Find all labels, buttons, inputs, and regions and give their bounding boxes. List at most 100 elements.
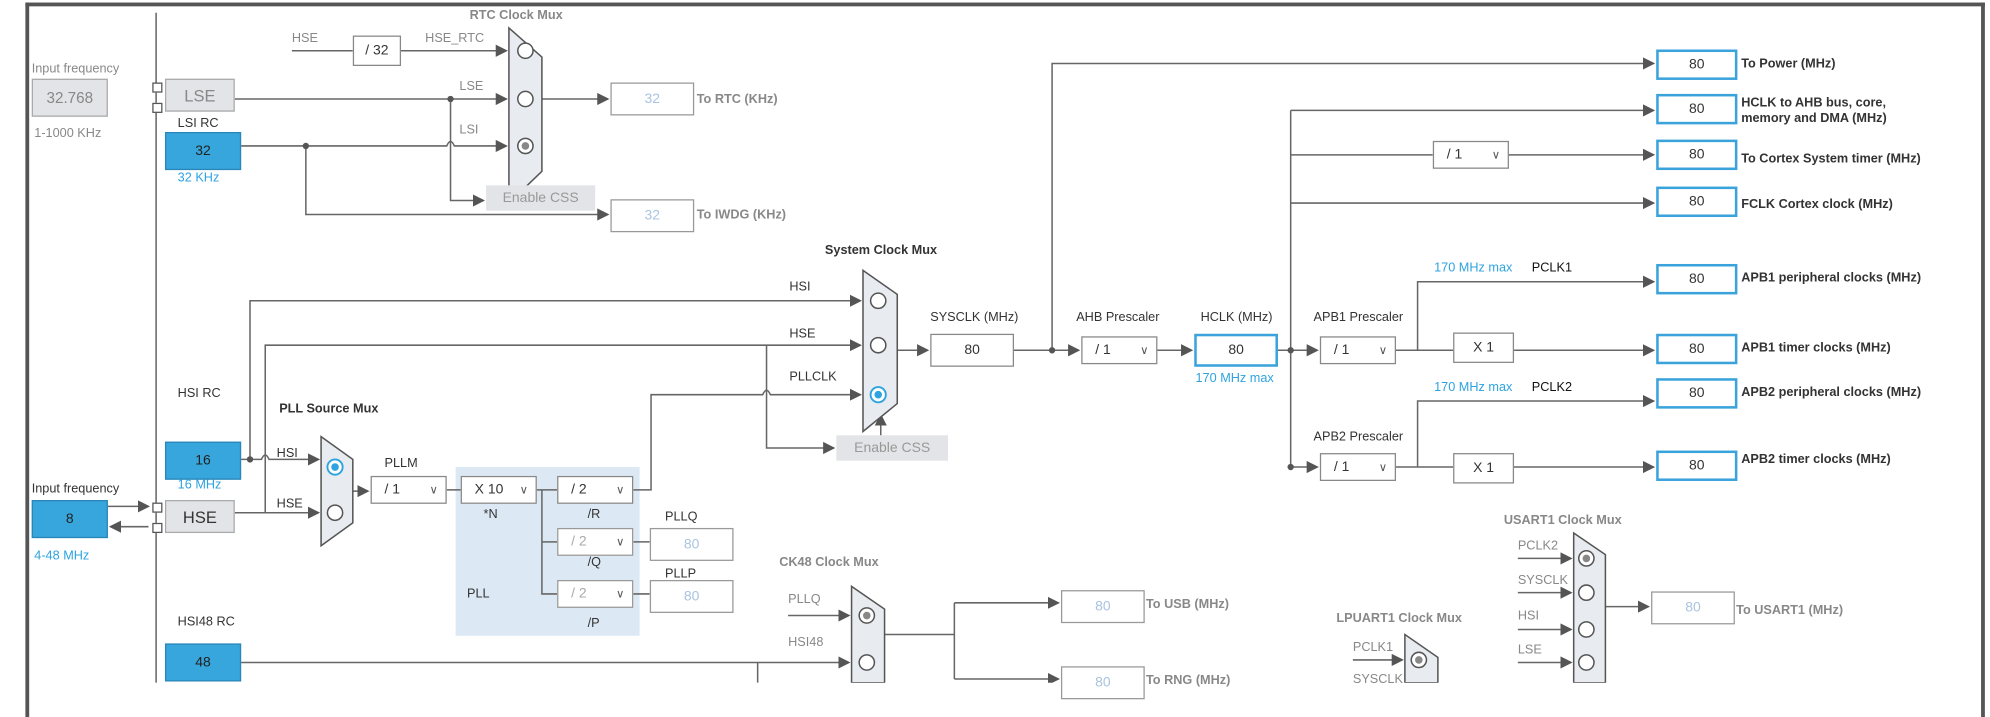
hsi-value[interactable]: 16 bbox=[164, 441, 242, 480]
lsi-unit: 32 KHz bbox=[177, 171, 220, 186]
apb2-max: 170 MHz max bbox=[1434, 380, 1513, 395]
system-mux-title: System Clock Mux bbox=[824, 243, 938, 258]
chevron-down-icon: ∨ bbox=[429, 483, 438, 497]
ck48-pllq-label: PLLQ bbox=[788, 592, 821, 607]
output-apb2-timer-value[interactable]: 80 bbox=[1656, 450, 1738, 481]
sysclk-label: SYSCLK (MHz) bbox=[930, 310, 1019, 325]
output-power-label: To Power (MHz) bbox=[1741, 57, 1836, 72]
usart-radio-sysclk bbox=[1577, 584, 1595, 602]
rtc-hse-label: HSE bbox=[291, 31, 318, 46]
apb2-prescaler-label: APB2 Prescaler bbox=[1313, 430, 1404, 445]
hsi48-value[interactable]: 48 bbox=[164, 643, 242, 682]
pllp-select[interactable]: / 2∨ bbox=[557, 579, 634, 608]
chevron-down-icon: ∨ bbox=[616, 587, 625, 601]
rtc-output-label: To RTC (KHz) bbox=[696, 92, 778, 107]
pllsrc-radio-hse bbox=[326, 504, 344, 522]
pllr-label: /R bbox=[587, 507, 601, 522]
rtc-lse-label: LSE bbox=[459, 79, 484, 94]
chevron-down-icon: ∨ bbox=[1140, 343, 1149, 357]
chevron-down-icon: ∨ bbox=[519, 483, 528, 497]
usart1-output-value: 80 bbox=[1651, 591, 1735, 625]
pllp-value: 80 bbox=[649, 579, 734, 613]
output-cortex-timer-label: To Cortex System timer (MHz) bbox=[1741, 152, 1921, 167]
ck48-radio-hsi48 bbox=[858, 654, 876, 671]
output-fclk-label: FCLK Cortex clock (MHz) bbox=[1741, 197, 1893, 212]
output-apb2-periph-label: APB2 peripheral clocks (MHz) bbox=[1741, 385, 1922, 400]
usart1-input-lse: LSE bbox=[1517, 643, 1542, 658]
chevron-down-icon: ∨ bbox=[616, 535, 625, 549]
hclk-value[interactable]: 80 bbox=[1194, 333, 1278, 367]
wires bbox=[107, 12, 1656, 683]
lsi-value[interactable]: 32 bbox=[164, 131, 242, 171]
rtc-hse-rtc-label: HSE_RTC bbox=[425, 31, 485, 46]
output-apb2-timer-label: APB2 timer clocks (MHz) bbox=[1741, 453, 1891, 468]
pllp-div-label: /P bbox=[587, 616, 600, 631]
pllq-label: PLLQ bbox=[665, 510, 698, 525]
plln-select[interactable]: X 10 ∨ bbox=[460, 475, 537, 504]
hsi48-title: HSI48 RC bbox=[177, 615, 235, 630]
cortex-timer-divider-select[interactable]: / 1 ∨ bbox=[1432, 140, 1509, 169]
apb2-prescaler-select[interactable]: / 1∨ bbox=[1319, 453, 1397, 481]
output-apb1-periph-label: APB1 peripheral clocks (MHz) bbox=[1741, 271, 1922, 286]
ahb-prescaler-select[interactable]: / 1∨ bbox=[1081, 336, 1158, 365]
sysmux-hsi-label: HSI bbox=[789, 280, 811, 295]
chevron-down-icon: ∨ bbox=[616, 483, 625, 497]
plln-label: *N bbox=[483, 507, 498, 522]
rtc-enable-css-button[interactable]: Enable CSS bbox=[486, 185, 596, 211]
output-cortex-timer-value[interactable]: 80 bbox=[1656, 139, 1738, 171]
pllp-label: PLLP bbox=[665, 567, 697, 582]
pclk2-label: PCLK2 bbox=[1531, 380, 1573, 395]
lse-input-label: Input frequency bbox=[31, 62, 120, 77]
sysclk-value[interactable]: 80 bbox=[930, 333, 1015, 367]
cortex-divider-value: / 1 bbox=[1446, 147, 1463, 163]
pllm-value: / 1 bbox=[384, 482, 401, 498]
hsi-unit: 16 MHz bbox=[177, 478, 222, 493]
lse-pin-1 bbox=[152, 82, 163, 93]
chevron-down-icon: ∨ bbox=[1491, 148, 1501, 162]
pllq-select[interactable]: / 2 ∨ bbox=[557, 527, 634, 556]
lse-input-frequency[interactable]: 32.768 bbox=[31, 78, 108, 117]
pllr-value: / 2 bbox=[571, 482, 587, 498]
usart1-clock-mux bbox=[1572, 531, 1607, 683]
usb-output-value: 80 bbox=[1060, 590, 1145, 624]
ck48-mux-title: CK48 Clock Mux bbox=[779, 555, 879, 570]
apb2-prescaler-value: / 1 bbox=[1333, 459, 1350, 475]
output-apb2-periph-value[interactable]: 80 bbox=[1656, 378, 1738, 409]
lse-box[interactable]: LSE bbox=[164, 78, 235, 112]
pllr-select[interactable]: / 2 ∨ bbox=[557, 475, 634, 504]
usart-radio-hsi bbox=[1577, 621, 1595, 638]
apb1-prescaler-select[interactable]: / 1∨ bbox=[1319, 336, 1397, 365]
pllm-select[interactable]: / 1 ∨ bbox=[370, 475, 447, 504]
sys-enable-css-button[interactable]: Enable CSS bbox=[836, 435, 949, 461]
hclk-label: HCLK (MHz) bbox=[1200, 310, 1273, 325]
lse-pin-2 bbox=[152, 102, 163, 113]
apb1-timer-multiplier: X 1 bbox=[1453, 332, 1515, 363]
ahb-prescaler-label: AHB Prescaler bbox=[1076, 310, 1160, 325]
pllq-div-value: / 2 bbox=[571, 534, 587, 550]
hse-pin-2 bbox=[152, 522, 163, 534]
output-fclk-value[interactable]: 80 bbox=[1656, 186, 1738, 218]
lpuart1-input-pclk1: PCLK1 bbox=[1352, 640, 1394, 655]
rtc-hse-divider: / 32 bbox=[352, 35, 402, 66]
hse-input-frequency[interactable]: 8 bbox=[31, 500, 108, 539]
output-hclk-ahb-value[interactable]: 80 bbox=[1656, 93, 1738, 125]
usart1-input-pclk2: PCLK2 bbox=[1517, 539, 1559, 554]
iwdg-output-label: To IWDG (KHz) bbox=[696, 208, 787, 223]
output-power-value[interactable]: 80 bbox=[1656, 49, 1738, 80]
usb-output-label: To USB (MHz) bbox=[1145, 597, 1229, 612]
output-apb1-timer-value[interactable]: 80 bbox=[1656, 333, 1738, 365]
pll-label: PLL bbox=[467, 587, 490, 602]
ck48-hsi48-label: HSI48 bbox=[788, 635, 824, 650]
usart-radio-lse bbox=[1577, 654, 1595, 671]
output-apb1-periph-value[interactable]: 80 bbox=[1656, 263, 1738, 295]
rtc-radio-hse bbox=[517, 42, 534, 60]
sys-radio-hsi bbox=[869, 292, 887, 310]
pclk1-label: PCLK1 bbox=[1531, 261, 1573, 276]
hse-input-label: Input frequency bbox=[31, 482, 120, 497]
pllm-label: PLLM bbox=[384, 456, 418, 471]
plln-value: X 10 bbox=[474, 482, 504, 498]
sysmux-pllclk-label: PLLCLK bbox=[789, 370, 837, 385]
pll-source-mux bbox=[320, 435, 354, 548]
usart1-input-sysclk: SYSCLK bbox=[1517, 573, 1568, 588]
hse-box[interactable]: HSE bbox=[164, 500, 235, 534]
